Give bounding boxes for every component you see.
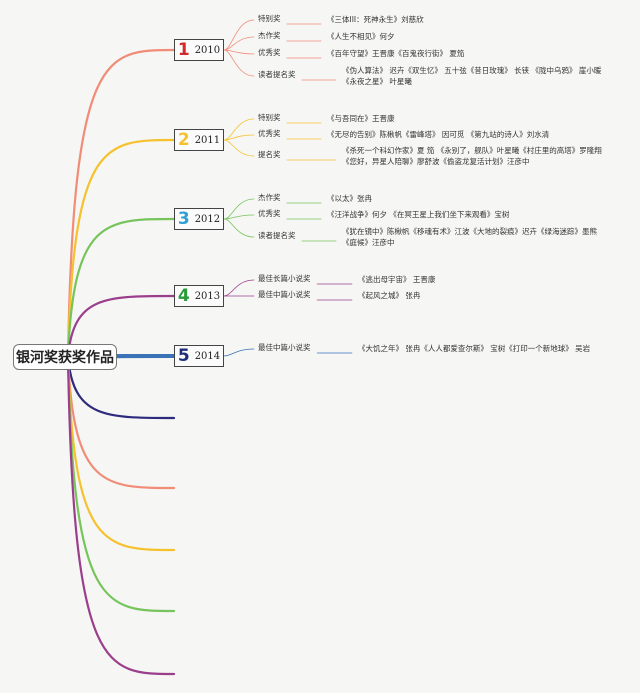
award-category-label[interactable]: 最佳中篇小说奖: [258, 343, 311, 352]
award-category-label[interactable]: 提名奖: [258, 150, 281, 159]
award-works-text: 《大饥之年》 张冉《人人都爱查尔斯》 宝树《打印一个新地球》 吴岩: [358, 344, 591, 353]
item-connector: [223, 214, 255, 220]
award-category-label[interactable]: 杰作奖: [258, 31, 281, 40]
award-category-label[interactable]: 杰作奖: [258, 193, 281, 202]
empty-branch-line: [66, 355, 176, 490]
award-works-text: 《杀死一个科幻作家》夏 笳 《永别了，舰队》叶星曦《村庄里的高塔》罗隆翔: [342, 145, 602, 155]
award-works-text: 《起风之城》 张冉: [358, 291, 421, 300]
award-works-text: 《伪人算法》 迟卉《双生忆》 五十弦《昔日玫瑰》 长铗 《陇中乌鸦》 崖小暖: [342, 65, 602, 75]
award-works-text: 《逃出母宇宙》 王晋康: [358, 275, 436, 284]
award-category-label[interactable]: 优秀奖: [258, 129, 281, 138]
branch-line-2010: [66, 48, 176, 359]
year-node-2010[interactable]: 1 2010: [174, 39, 224, 61]
award-category-label[interactable]: 最佳中篇小说奖: [258, 290, 311, 299]
award-works-text: 《三体III：死神永生》刘慈欣: [327, 15, 424, 24]
root-node[interactable]: 银河奖获奖作品: [13, 344, 117, 370]
year-number: 1: [177, 39, 190, 60]
year-number: 2: [177, 129, 190, 150]
item-connector: [223, 279, 255, 297]
year-node-2013[interactable]: 4 2013: [174, 285, 224, 307]
item-connector: [223, 36, 255, 51]
item-connector: [223, 134, 255, 141]
award-works-text: 《以太》张冉: [327, 194, 372, 203]
award-works-text: 《百年守望》王晋康《百鬼夜行街》 夏笳: [327, 49, 465, 58]
year-node-2011[interactable]: 2 2011: [174, 129, 224, 151]
year-label: 2013: [194, 290, 221, 302]
award-category-label[interactable]: 最佳长篇小说奖: [258, 274, 311, 283]
empty-branch-line: [66, 355, 176, 552]
award-category-label[interactable]: 特别奖: [258, 14, 281, 23]
year-number: 3: [177, 208, 190, 229]
award-category-label[interactable]: 读者提名奖: [258, 70, 296, 79]
award-works-text: 《犹在镜中》陈楸帆《移魂有术》江波《大地的裂痕》迟卉《绿海迷踪》墨熊: [342, 226, 597, 236]
award-category-label[interactable]: 优秀奖: [258, 48, 281, 57]
branch-line-2013: [66, 294, 176, 359]
year-label: 2012: [194, 213, 221, 225]
item-connector: [223, 118, 255, 141]
item-connector: [223, 139, 255, 157]
award-category-label[interactable]: 特别奖: [258, 113, 281, 122]
item-connector: [223, 49, 255, 55]
year-node-2012[interactable]: 3 2012: [174, 208, 224, 230]
branch-line-2012: [66, 217, 176, 359]
award-works-text: 《无尽的告别》陈楸帆《雷峰塔》 因可觅 《第九站的诗人》刘水清: [327, 130, 550, 139]
award-category-label[interactable]: 读者提名奖: [258, 231, 296, 240]
item-connector: [223, 49, 255, 77]
award-category-label[interactable]: 优秀奖: [258, 209, 281, 218]
year-label: 2014: [194, 350, 221, 362]
empty-branch-line: [66, 355, 176, 676]
empty-branch-line: [66, 355, 176, 420]
award-works-text: 《庭候》汪彦中: [342, 237, 395, 247]
award-works-text: 《您好，异星人陪聊》廖舒波《偷盗龙复活计划》汪彦中: [342, 156, 530, 166]
year-label: 2011: [194, 134, 221, 146]
item-connector: [223, 19, 255, 51]
award-works-text: 《与吾同在》王晋康: [327, 114, 395, 123]
item-connector: [223, 348, 255, 357]
branch-line-2011: [66, 138, 176, 359]
year-label: 2010: [194, 44, 221, 56]
year-node-2014[interactable]: 5 2014: [174, 345, 224, 367]
year-number: 5: [177, 345, 190, 366]
award-works-text: 《永夜之星》 叶星曦: [342, 76, 412, 86]
award-works-text: 《人生不相见》何夕: [327, 32, 395, 41]
award-works-text: 《汪洋战争》何夕 《在冥王星上我们坐下来观看》宝树: [327, 210, 510, 219]
item-connector: [223, 218, 255, 238]
item-connector: [223, 198, 255, 220]
year-number: 4: [177, 285, 190, 306]
